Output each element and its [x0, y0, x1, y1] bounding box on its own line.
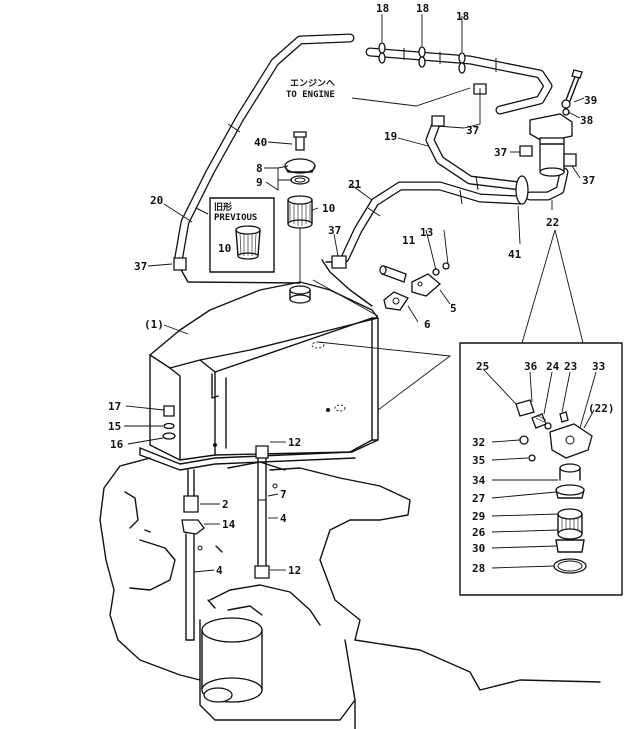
callout-37-a: 37 — [466, 124, 479, 137]
callout-15: 15 — [108, 420, 121, 433]
callout-11: 11 — [402, 234, 416, 247]
callout-37-c: 37 — [582, 174, 595, 187]
callout-28: 28 — [472, 562, 485, 575]
callout-20: 20 — [150, 194, 163, 207]
previous-note-en: PREVIOUS — [214, 213, 257, 223]
notes: エンジンへ TO ENGINE 旧形 PREVIOUS — [214, 78, 335, 223]
callout-40: 40 — [254, 136, 267, 149]
fuel-tank — [139, 279, 452, 471]
callout-26: 26 — [472, 526, 486, 539]
callout-1: (1) — [144, 318, 164, 331]
callout-23: 23 — [564, 360, 577, 373]
callout-39: 39 — [584, 94, 597, 107]
strainer-10 — [287, 195, 313, 282]
callout-22: 22 — [546, 216, 559, 229]
callout-8: 8 — [256, 162, 263, 175]
callout-24: 24 — [546, 360, 560, 373]
fittings-37 — [173, 83, 577, 307]
callout-30: 30 — [472, 542, 485, 555]
callout-4-a: 4 — [280, 512, 287, 525]
to-engine-note-jp: エンジンへ — [290, 78, 335, 89]
callout-12-a: 12 — [288, 436, 301, 449]
callout-18-a: 18 — [376, 2, 389, 15]
callout-35: 35 — [472, 454, 485, 467]
callout-14: 14 — [222, 518, 236, 531]
callout-36: 36 — [524, 360, 538, 373]
callout-38: 38 — [580, 114, 593, 127]
filler-cap-parts — [284, 131, 316, 185]
callout-12-b: 12 — [288, 564, 301, 577]
fuel-filter-assembly — [529, 69, 583, 177]
callout-21: 21 — [348, 178, 362, 191]
callout-9: 9 — [256, 176, 263, 189]
callout-10-b: 10 — [218, 242, 231, 255]
filter-detail-inset — [459, 229, 623, 596]
callout-41: 41 — [508, 248, 522, 261]
callout-19: 19 — [384, 130, 397, 143]
callout-6: 6 — [424, 318, 431, 331]
callout-37-d: 37 — [328, 224, 341, 237]
callout-5: 5 — [450, 302, 457, 315]
callout-7: 7 — [280, 488, 287, 501]
callout-33: 33 — [592, 360, 605, 373]
callout-18-c: 18 — [456, 10, 469, 23]
machine-frame — [99, 457, 601, 729]
callout-18-b: 18 — [416, 2, 429, 15]
to-engine-note-en: TO ENGINE — [286, 90, 335, 100]
callout-34: 34 — [472, 474, 486, 487]
hoses — [173, 33, 569, 284]
callout-numbers: 18 18 18 39 38 37 37 37 40 8 9 19 21 20 … — [108, 2, 615, 577]
callout-17: 17 — [108, 400, 121, 413]
couplers-18 — [378, 42, 466, 74]
callout-37-b: 37 — [494, 146, 507, 159]
previous-note-jp: 旧形 — [214, 201, 232, 213]
callout-16: 16 — [110, 438, 124, 451]
gauge-parts — [379, 262, 450, 311]
callout-32: 32 — [472, 436, 485, 449]
previous-version-box — [209, 197, 275, 273]
callout-13: 13 — [420, 226, 433, 239]
callout-25: 25 — [476, 360, 489, 373]
callout-37-e: 37 — [134, 260, 147, 273]
callout-10-a: 10 — [322, 202, 335, 215]
drain-and-level-gauge — [162, 405, 270, 641]
callout-27: 27 — [472, 492, 485, 505]
callout-4-b: 4 — [216, 564, 223, 577]
callout-22-inset: (22) — [588, 402, 615, 415]
callout-29: 29 — [472, 510, 485, 523]
leader-lines — [124, 14, 597, 573]
callout-2: 2 — [222, 498, 229, 511]
